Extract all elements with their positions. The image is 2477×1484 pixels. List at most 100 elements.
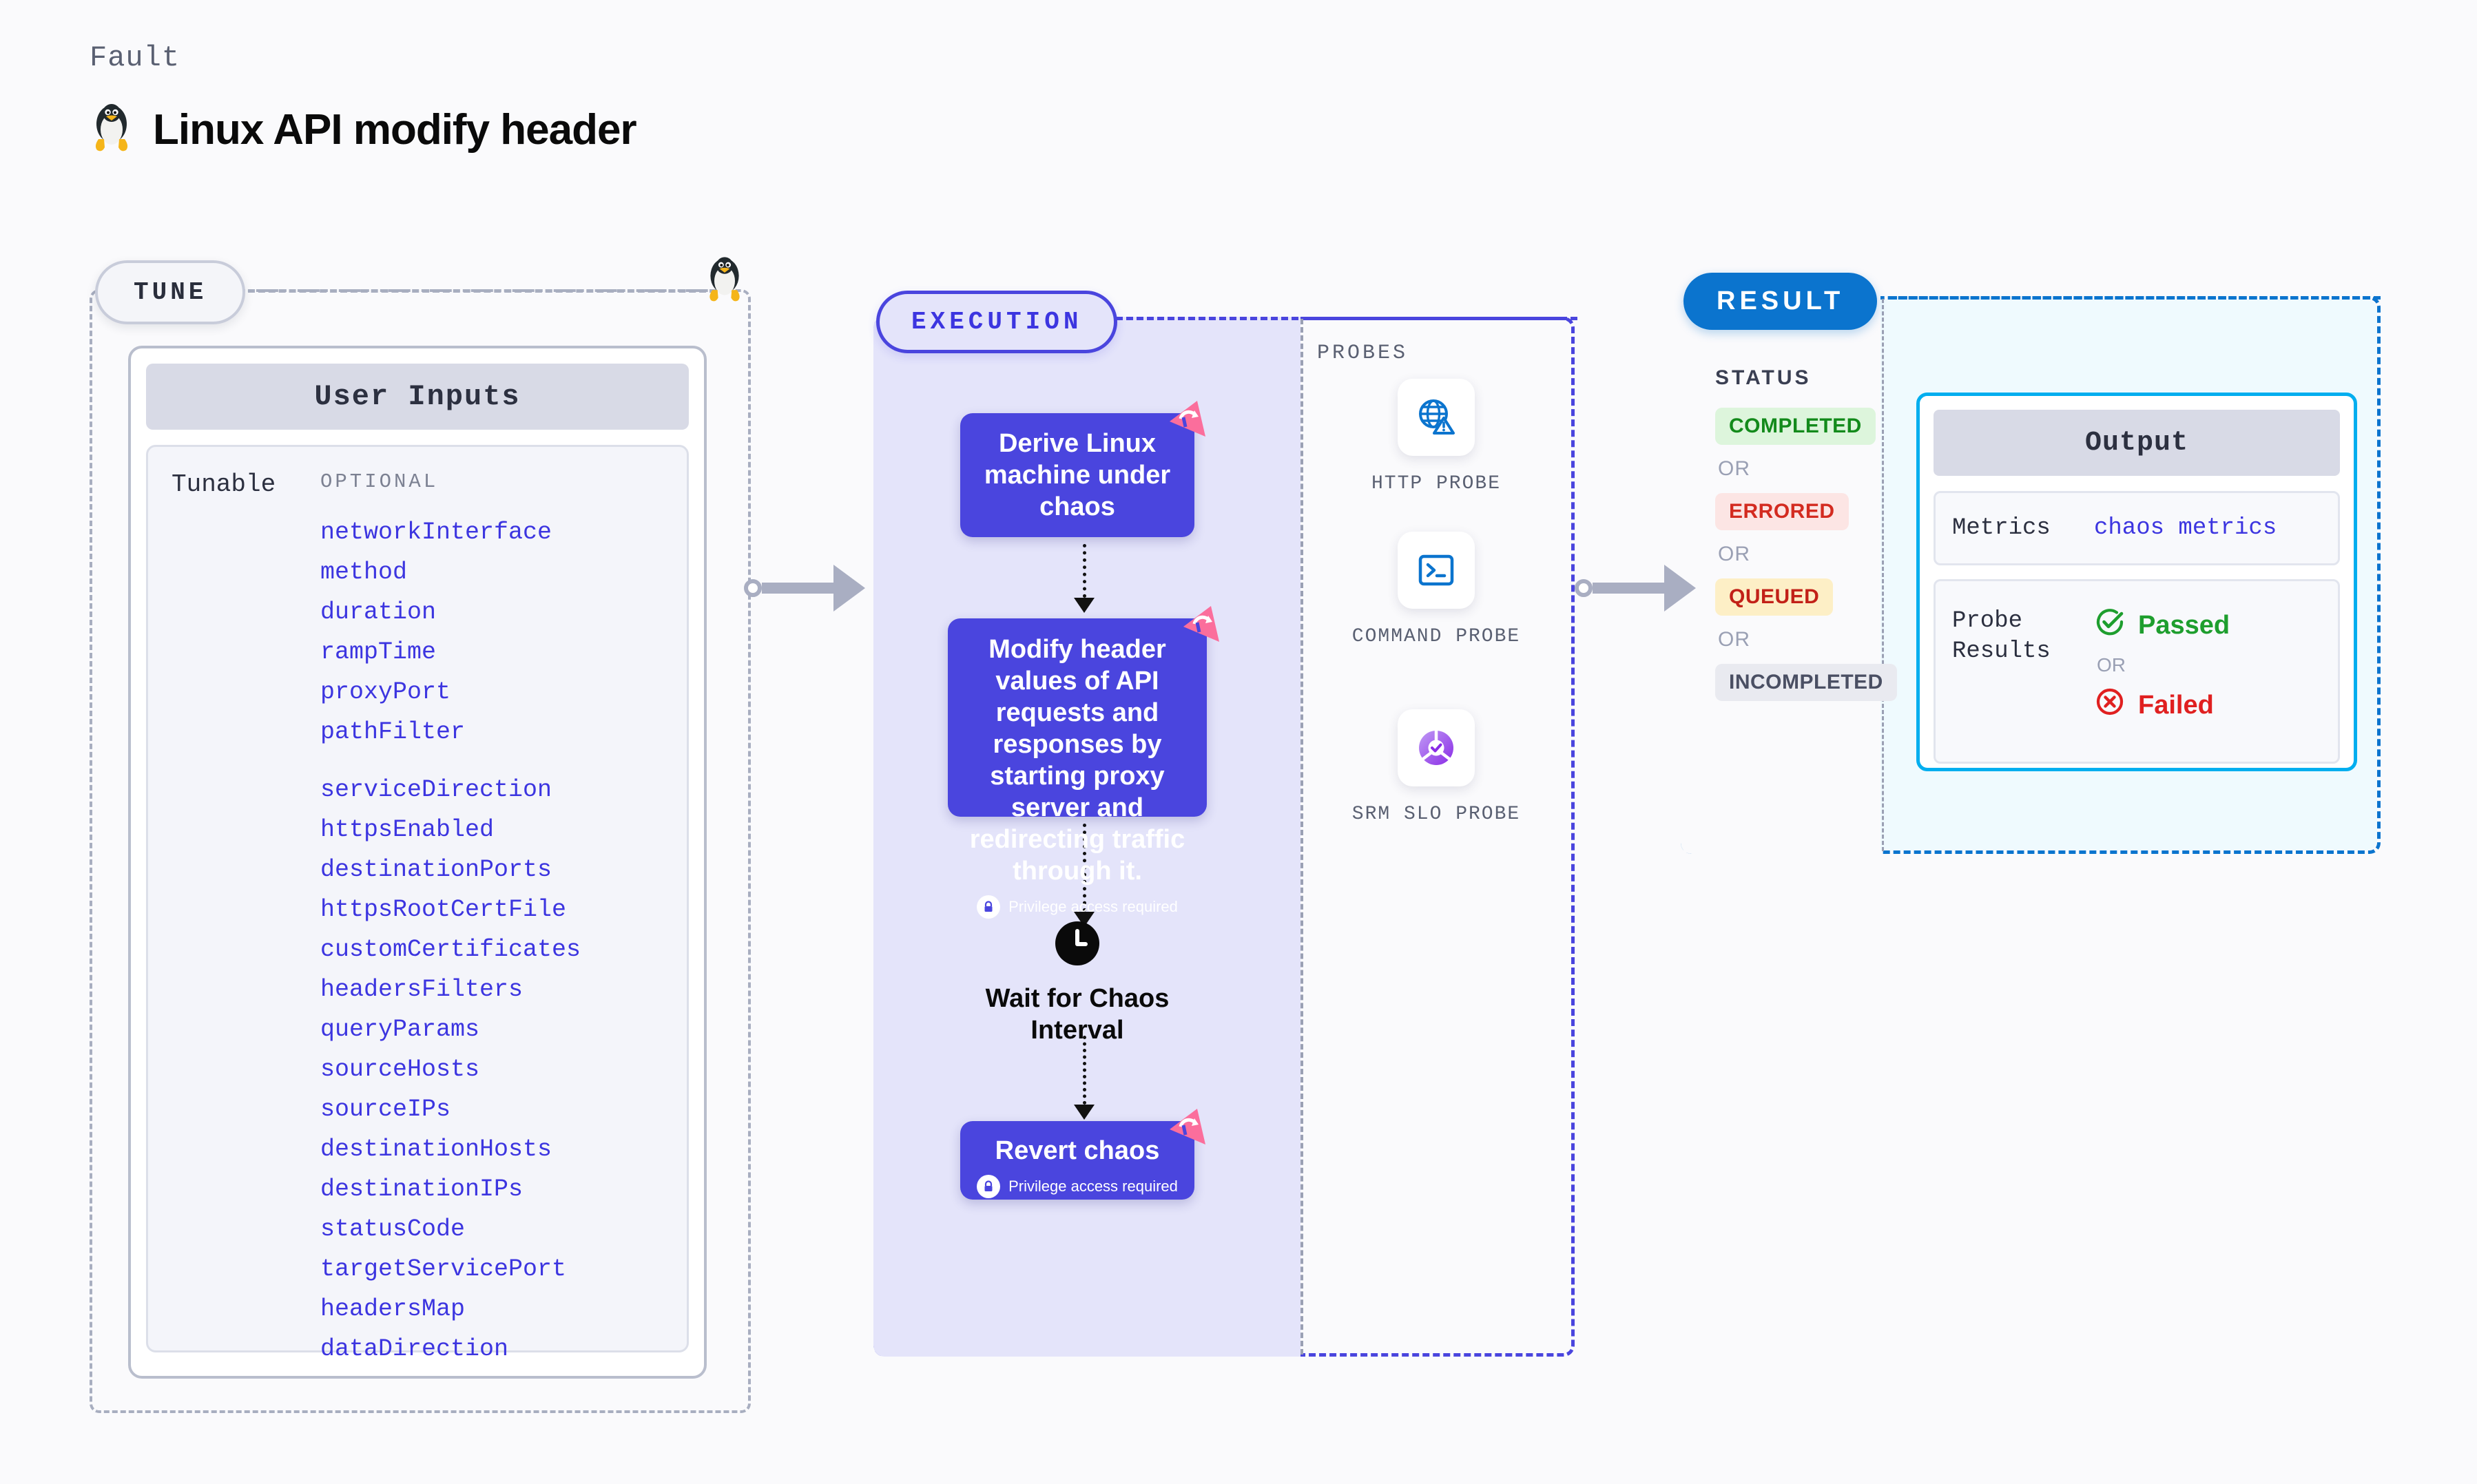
flow-arrow-wait-to-revert	[1074, 1036, 1095, 1120]
connector-start-dot	[1575, 579, 1593, 597]
flow-node-revert-label: Revert chaos	[995, 1136, 1160, 1165]
check-circle-icon	[2094, 606, 2126, 645]
param-targetServicePort[interactable]: targetServicePort	[320, 1255, 567, 1283]
flow-arrow-derive-to-modify	[1074, 544, 1095, 613]
page-header: Fault Linux API modify header	[90, 41, 637, 156]
probe-label-srm-slo: SRM SLO PROBE	[1351, 804, 1521, 825]
metrics-key: Metrics	[1952, 515, 2051, 541]
probe-item-srm-slo[interactable]: SRM SLO PROBE	[1343, 709, 1529, 828]
param-networkInterface[interactable]: networkInterface	[320, 519, 552, 546]
flow-node-derive-label: Derive Linux machine under chaos	[984, 429, 1171, 521]
flow-node-revert-chaos[interactable]: Revert chaos Privilege access required	[960, 1121, 1194, 1200]
terminal-icon	[1398, 532, 1475, 609]
param-sourceIPs[interactable]: sourceIPs	[320, 1096, 451, 1123]
probes-title: PROBES	[1317, 342, 1409, 365]
param-customCertificates[interactable]: customCertificates	[320, 936, 581, 963]
tunable-panel: Tunable OPTIONAL networkInterface method…	[146, 445, 689, 1363]
param-sourceHosts[interactable]: sourceHosts	[320, 1056, 480, 1083]
connector-arrowhead	[833, 565, 865, 612]
status-block: STATUS COMPLETED OR ERRORED OR QUEUED OR…	[1715, 366, 1897, 701]
param-headersMap[interactable]: headersMap	[320, 1295, 466, 1323]
lock-icon	[977, 1175, 1001, 1198]
fault-kicker-label: Fault	[90, 41, 180, 74]
fault-title-row: Linux API modify header	[90, 103, 637, 156]
result-dash-line	[1890, 296, 2381, 300]
privilege-badge-revert: Privilege access required	[970, 1175, 1185, 1198]
probe-results-key: Probe Results	[1952, 608, 2051, 665]
tune-badge: TUNE	[95, 260, 246, 324]
param-queryParams[interactable]: queryParams	[320, 1016, 480, 1043]
param-httpsEnabled[interactable]: httpsEnabled	[320, 816, 495, 844]
output-title: Output	[1934, 410, 2340, 476]
probe-result-passed: Passed	[2094, 606, 2230, 645]
tune-dash-line	[248, 289, 716, 293]
connector-tune-to-execution	[744, 565, 865, 612]
status-title: STATUS	[1715, 366, 1812, 389]
status-badge-errored: ERRORED	[1715, 493, 1849, 530]
flow-node-modify-label: Modify header values of API requests and…	[969, 635, 1185, 886]
param-destinationIPs[interactable]: destinationIPs	[320, 1175, 524, 1203]
probe-result-or: OR	[2097, 654, 2126, 676]
flow-node-modify-header[interactable]: Modify header values of API requests and…	[948, 618, 1207, 919]
metrics-value[interactable]: chaos metrics	[2094, 515, 2277, 541]
clock-icon	[1053, 919, 1102, 972]
connector-line	[1593, 583, 1664, 594]
connector-arrowhead	[1664, 565, 1696, 612]
probes-divider	[1300, 319, 1303, 1355]
tux-penguin-marker-icon	[704, 256, 745, 309]
probe-results-states: Passed OR Failed	[2094, 606, 2230, 762]
probe-label-http: HTTP PROBE	[1371, 473, 1502, 494]
tunable-label: Tunable	[172, 470, 276, 499]
param-httpsRootCertFile[interactable]: httpsRootCertFile	[320, 896, 567, 923]
page-title: Linux API modify header	[153, 105, 637, 154]
status-or-1: OR	[1718, 457, 1750, 480]
status-badge-incompleted: INCOMPLETED	[1715, 664, 1897, 701]
param-serviceDirection[interactable]: serviceDirection	[320, 776, 552, 804]
param-proxyPort[interactable]: proxyPort	[320, 678, 451, 706]
connector-line	[762, 583, 833, 594]
privilege-text-revert: Privilege access required	[1008, 1178, 1178, 1195]
execution-dash-line	[1116, 317, 1577, 320]
param-duration[interactable]: duration	[320, 598, 437, 626]
probe-result-failed-label: Failed	[2138, 690, 2214, 720]
user-inputs-title: User Inputs	[146, 364, 689, 430]
tunable-params-list: OPTIONAL networkInterface method duratio…	[320, 470, 687, 1363]
x-circle-icon	[2094, 686, 2126, 724]
probe-result-passed-label: Passed	[2138, 610, 2230, 640]
globe-warning-icon	[1398, 379, 1475, 456]
flow-node-derive-machine[interactable]: Derive Linux machine under chaos	[960, 413, 1194, 537]
connector-start-dot	[744, 579, 762, 597]
result-divider	[1882, 299, 1884, 851]
status-badge-queued: QUEUED	[1715, 578, 1834, 616]
status-or-2: OR	[1718, 543, 1750, 565]
probe-item-command[interactable]: COMMAND PROBE	[1343, 532, 1529, 650]
param-rampTime[interactable]: rampTime	[320, 638, 437, 666]
flow-node-wait-interval[interactable]: Wait for Chaos Interval	[967, 919, 1188, 1046]
privilege-text-modify: Privilege access required	[1008, 898, 1178, 915]
probe-results-row: Probe Results Passed OR	[1934, 579, 2340, 764]
probe-item-http[interactable]: HTTP PROBE	[1343, 379, 1529, 497]
param-dataDirection[interactable]: dataDirection	[320, 1335, 509, 1363]
output-card: Output Metrics chaos metrics Probe Resul…	[1916, 393, 2357, 771]
probe-result-failed: Failed	[2094, 686, 2230, 724]
status-badge-completed: COMPLETED	[1715, 408, 1876, 445]
param-destinationHosts[interactable]: destinationHosts	[320, 1136, 552, 1163]
param-headersFilters[interactable]: headersFilters	[320, 976, 524, 1003]
privilege-badge-modify: Privilege access required	[959, 895, 1196, 919]
param-pathFilter[interactable]: pathFilter	[320, 718, 466, 746]
lock-icon	[977, 895, 1001, 919]
param-statusCode[interactable]: statusCode	[320, 1215, 466, 1243]
status-or-3: OR	[1718, 628, 1750, 651]
connector-execution-to-result	[1575, 565, 1696, 612]
result-badge: RESULT	[1683, 273, 1878, 330]
execution-badge: EXECUTION	[876, 291, 1118, 353]
wait-interval-label: Wait for Chaos Interval	[985, 984, 1170, 1045]
slo-donut-check-icon	[1398, 709, 1475, 786]
probe-label-command: COMMAND PROBE	[1351, 626, 1521, 647]
metrics-row: Metrics chaos metrics	[1934, 491, 2340, 565]
tux-penguin-icon	[90, 103, 134, 156]
optional-label: OPTIONAL	[320, 470, 439, 493]
user-inputs-card: User Inputs Tunable OPTIONAL networkInte…	[128, 346, 707, 1379]
param-method[interactable]: method	[320, 558, 408, 586]
param-destinationPorts[interactable]: destinationPorts	[320, 856, 552, 884]
